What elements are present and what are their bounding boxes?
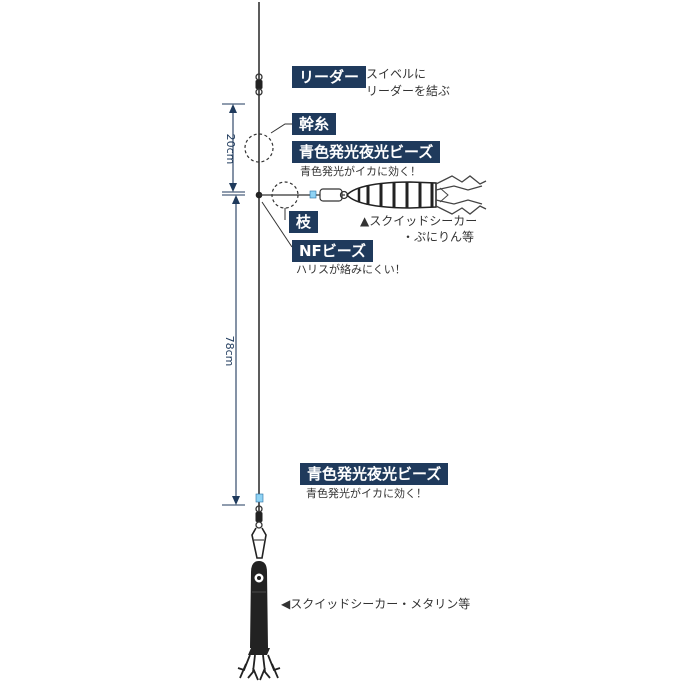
nf-beads-leader bbox=[261, 201, 293, 248]
glow-beads-top-label: 青色発光夜光ビーズ bbox=[292, 141, 441, 163]
nf-beads-label: NFビーズ bbox=[292, 240, 374, 262]
lower-glow-bead-icon bbox=[255, 493, 264, 503]
bottom-swivel-icon bbox=[251, 505, 267, 559]
branch-label: 枝 bbox=[289, 211, 319, 233]
dimension-lower-label: 78cm bbox=[223, 336, 236, 367]
leader-note-line1: スイベルに bbox=[366, 67, 427, 81]
dimension-lower bbox=[222, 194, 245, 506]
glow-beads-bottom-note: 青色発光がイカに効く！ bbox=[306, 487, 427, 500]
mainline-label: 幹糸 bbox=[292, 113, 337, 135]
bottom-jig-note: ◀スクイッドシーカー・メタリン等 bbox=[281, 597, 471, 611]
glow-beads-bottom-label: 青色発光夜光ビーズ bbox=[300, 463, 449, 485]
upper-jig-note-line1: ▲スクイッドシーカー bbox=[360, 214, 478, 228]
nf-beads-note: ハリスが絡みにくい！ bbox=[296, 263, 406, 276]
leader-label: リーダー bbox=[292, 66, 367, 88]
dimension-upper bbox=[222, 103, 245, 193]
upper-squid-jig-icon bbox=[319, 175, 487, 215]
bottom-squid-jig-icon bbox=[237, 561, 281, 681]
glow-beads-top-note: 青色発光がイカに効く！ bbox=[300, 165, 421, 178]
leader-note-line2: リーダーを結ぶ bbox=[366, 84, 451, 98]
upper-dashed-circle bbox=[244, 133, 274, 163]
upper-jig-note-line2: ・ぷにりん等 bbox=[402, 230, 475, 244]
top-swivel-icon bbox=[255, 73, 263, 96]
upper-glow-bead-icon bbox=[309, 190, 317, 199]
dimension-upper-label: 20cm bbox=[224, 134, 237, 165]
mainline-leader bbox=[270, 123, 292, 134]
